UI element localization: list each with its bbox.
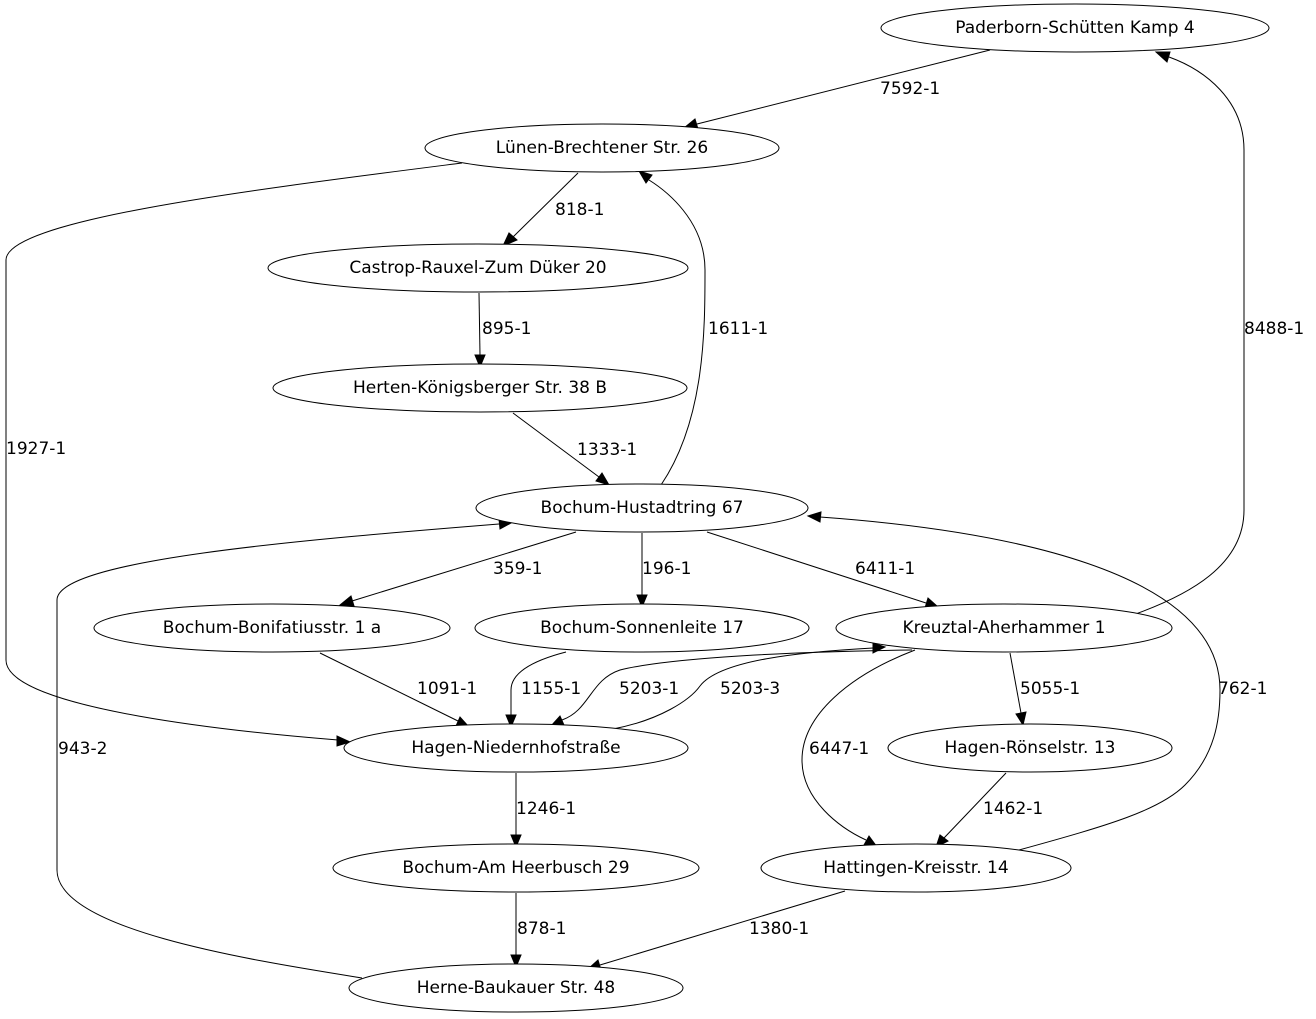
edge-kreuztal-hattingen: 6447-1 bbox=[801, 649, 916, 848]
node-luenen[interactable]: Lünen-Brechtener Str. 26 bbox=[424, 123, 780, 173]
edge-kreuztal-roensel: 5055-1 bbox=[1009, 652, 1080, 727]
edge-niedernhof-heerbusch: 1246-1 bbox=[510, 773, 576, 849]
node-kreuztal[interactable]: Kreuztal-Aherhammer 1 bbox=[835, 603, 1173, 653]
edge-hustadt-luenen: 1611-1 bbox=[637, 170, 768, 486]
edge-label: 1611-1 bbox=[708, 319, 768, 339]
edge-kreuztal-paderborn: 8488-1 bbox=[1129, 51, 1304, 617]
edge-label: 1333-1 bbox=[577, 440, 637, 460]
edge-hustadt-bonifatius: 359-1 bbox=[338, 531, 577, 607]
edge-label: 762-1 bbox=[1218, 679, 1267, 699]
node-label: Lünen-Brechtener Str. 26 bbox=[496, 138, 708, 158]
edge-label: 818-1 bbox=[555, 200, 604, 220]
node-herten[interactable]: Herten-Königsberger Str. 38 B bbox=[272, 363, 688, 413]
edge-castrop-herten: 895-1 bbox=[474, 292, 531, 369]
node-label: Bochum-Bonifatiusstr. 1 a bbox=[163, 618, 381, 638]
node-hattingen[interactable]: Hattingen-Kreisstr. 14 bbox=[760, 843, 1072, 893]
node-label: Bochum-Hustadtring 67 bbox=[541, 498, 744, 518]
edge-label: 8488-1 bbox=[1244, 319, 1304, 339]
node-label: Bochum-Am Heerbusch 29 bbox=[402, 858, 629, 878]
edge-hustadt-sonnenleite: 196-1 bbox=[636, 533, 691, 609]
edge-label: 196-1 bbox=[642, 559, 691, 579]
node-label: Herne-Baukauer Str. 48 bbox=[417, 978, 615, 998]
edge-label: 359-1 bbox=[493, 559, 542, 579]
edge-heerbusch-herne: 878-1 bbox=[510, 893, 566, 969]
node-label: Bochum-Sonnenleite 17 bbox=[540, 618, 744, 638]
edge-label: 1155-1 bbox=[521, 679, 581, 699]
node-castrop[interactable]: Castrop-Rauxel-Zum Düker 20 bbox=[267, 243, 689, 293]
edge-sonnenleite-niedernhof: 1155-1 bbox=[505, 651, 581, 729]
edge-label: 1380-1 bbox=[749, 919, 809, 939]
edge-label: 6447-1 bbox=[809, 739, 869, 759]
edge-label: 943-2 bbox=[58, 739, 107, 759]
node-label: Kreuztal-Aherhammer 1 bbox=[902, 618, 1105, 638]
edge-hustadt-kreuztal: 6411-1 bbox=[706, 531, 940, 609]
node-heerbusch[interactable]: Bochum-Am Heerbusch 29 bbox=[332, 843, 700, 893]
edge-label: 5203-3 bbox=[720, 679, 780, 699]
edge-label: 1091-1 bbox=[417, 679, 477, 699]
edge-bonifatius-niedernhof: 1091-1 bbox=[319, 652, 477, 728]
node-label: Hagen-Rönselstr. 13 bbox=[944, 738, 1115, 758]
edge-label: 7592-1 bbox=[880, 79, 940, 99]
node-label: Hagen-Niedernhofstraße bbox=[411, 738, 620, 758]
edge-herten-hustadt: 1333-1 bbox=[512, 412, 637, 486]
node-label: Paderborn-Schütten Kamp 4 bbox=[955, 18, 1194, 38]
node-paderborn[interactable]: Paderborn-Schütten Kamp 4 bbox=[880, 3, 1270, 53]
node-label: Hattingen-Kreisstr. 14 bbox=[823, 858, 1008, 878]
edge-paderborn-luenen: 7592-1 bbox=[682, 49, 991, 130]
edge-label: 6411-1 bbox=[855, 559, 915, 579]
edge-label: 1246-1 bbox=[516, 799, 576, 819]
node-sonnenleite[interactable]: Bochum-Sonnenleite 17 bbox=[474, 603, 810, 653]
edge-luenen-niedernhof: 1927-1 bbox=[5, 162, 463, 747]
node-label: Herten-Königsberger Str. 38 B bbox=[353, 378, 607, 398]
node-hustadt[interactable]: Bochum-Hustadtring 67 bbox=[475, 483, 809, 533]
edge-label: 5055-1 bbox=[1020, 679, 1080, 699]
nodes: Paderborn-Schütten Kamp 4 Lünen-Brechten… bbox=[93, 3, 1270, 1013]
node-niedernhof[interactable]: Hagen-Niedernhofstraße bbox=[343, 723, 689, 773]
edge-label: 878-1 bbox=[517, 919, 566, 939]
edge-luenen-castrop: 818-1 bbox=[502, 172, 604, 247]
edge-hattingen-herne: 1380-1 bbox=[586, 890, 846, 971]
edge-label: 5203-1 bbox=[619, 679, 679, 699]
edge-label: 1927-1 bbox=[6, 439, 66, 459]
node-bonifatius[interactable]: Bochum-Bonifatiusstr. 1 a bbox=[93, 603, 451, 653]
edge-hattingen-hustadt: 762-1 bbox=[806, 511, 1267, 851]
edge-roensel-hattingen: 1462-1 bbox=[935, 772, 1043, 848]
node-roensel[interactable]: Hagen-Rönselstr. 13 bbox=[887, 723, 1173, 773]
edge-niedernhof-kreuztal: 5203-3 bbox=[612, 642, 887, 730]
edge-label: 1462-1 bbox=[983, 799, 1043, 819]
edge-label: 895-1 bbox=[482, 319, 531, 339]
node-label: Castrop-Rauxel-Zum Düker 20 bbox=[349, 258, 606, 278]
node-herne[interactable]: Herne-Baukauer Str. 48 bbox=[348, 963, 684, 1013]
edges: 7592-1 818-1 1927-1 895-1 1333-1 1611-1 bbox=[5, 49, 1304, 979]
